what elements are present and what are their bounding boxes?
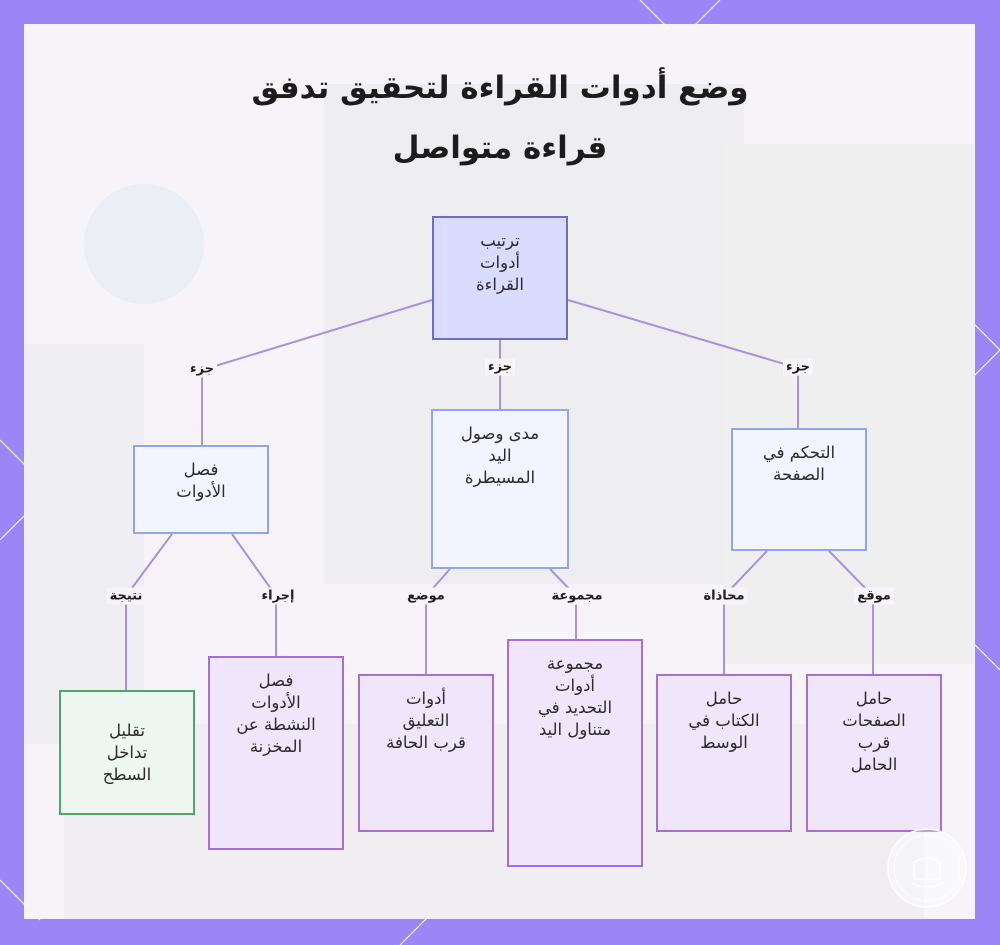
node-reduce-clutter: تقليل تداخل السطح [59, 690, 195, 815]
node-tool-separation-line-2: الأدوات [176, 482, 226, 501]
edge-sep-result-a [125, 533, 173, 597]
node-highlight-set-line-3: التحديد في [537, 698, 613, 717]
edge-label-action: إجراء [258, 587, 298, 605]
node-page-control-line-2: الصفحة [773, 465, 825, 484]
node-page-control: التحكم في الصفحة [731, 428, 867, 551]
node-reduce-clutter-line-1: تقليل [109, 720, 145, 740]
node-reduce-clutter-line-3: السطح [102, 764, 152, 784]
watermark-logo-icon [887, 828, 967, 908]
edge-label-result: نتيجة [106, 587, 146, 605]
node-root-line-1: ترتيب [480, 231, 520, 250]
diagram-title: وضع أدوات القراءة لتحقيق تدفق قراءة متوا… [0, 58, 1000, 178]
node-highlight-set-line-4: متناول اليد [538, 720, 612, 739]
node-page-holders-line-3: قرب [857, 733, 891, 752]
node-separate-active: فصل الأدوات النشطة عن المخزنة [208, 656, 344, 850]
node-separate-active-line-1: فصل [258, 671, 294, 690]
edge-label-part-left: جزء [186, 360, 218, 378]
node-page-holders-line-2: الصفحات [842, 711, 906, 730]
node-separate-active-line-3: النشطة عن [236, 715, 316, 734]
node-page-holders: حامل الصفحات قرب الحامل [806, 674, 942, 832]
node-annotation-tools: أدوات التعليق قرب الحافة [358, 674, 494, 832]
node-separate-active-line-4: المخزنة [249, 737, 303, 756]
node-root-line-3: القراءة [475, 275, 525, 294]
node-center-holder-line-3: الوسط [700, 733, 748, 752]
node-separate-active-line-2: الأدوات [251, 693, 301, 712]
node-dominant-reach-line-1: مدى وصول [460, 424, 540, 443]
edge-sep-action-a [231, 533, 277, 597]
edge-label-location: موقع [854, 587, 894, 605]
node-dominant-reach: مدى وصول اليد المسيطرة [431, 409, 569, 569]
edge-label-position: موضع [404, 587, 448, 605]
node-page-holders-line-1: حامل [855, 689, 893, 708]
node-center-holder-line-2: الكتاب في [688, 711, 760, 730]
node-annotation-tools-line-3: قرب الحافة [386, 733, 466, 752]
node-root-line-2: أدوات [479, 253, 521, 272]
edge-label-part-center: جزء [484, 358, 516, 376]
edge-label-part-right: جزء [782, 358, 814, 376]
node-center-holder: حامل الكتاب في الوسط [656, 674, 792, 832]
node-center-holder-line-1: حامل [705, 689, 743, 708]
node-dominant-reach-line-2: اليد [488, 446, 512, 465]
node-highlight-set-line-1: مجموعة [546, 654, 604, 673]
node-annotation-tools-line-2: التعليق [402, 711, 450, 730]
node-tool-separation: فصل الأدوات [133, 445, 269, 534]
node-annotation-tools-line-1: أدوات [405, 689, 447, 708]
edge-label-alignment: محاذاة [700, 587, 748, 605]
edge-root-left-a [201, 299, 433, 371]
node-root: ترتيب أدوات القراءة [432, 216, 568, 340]
edge-label-set: مجموعة [548, 587, 606, 605]
title-line-2: قراءة متواصل [392, 130, 608, 166]
node-reduce-clutter-line-2: تداخل [106, 742, 148, 762]
node-dominant-reach-line-3: المسيطرة [464, 468, 536, 487]
node-page-holders-line-4: الحامل [850, 755, 898, 774]
node-tool-separation-line-1: فصل [183, 460, 219, 479]
title-line-1: وضع أدوات القراءة لتحقيق تدفق [251, 70, 749, 106]
node-highlight-set-line-2: أدوات [554, 676, 596, 695]
edge-root-right-a [567, 299, 799, 369]
node-page-control-line-1: التحكم في [762, 443, 836, 462]
node-highlight-set: مجموعة أدوات التحديد في متناول اليد [507, 639, 643, 867]
